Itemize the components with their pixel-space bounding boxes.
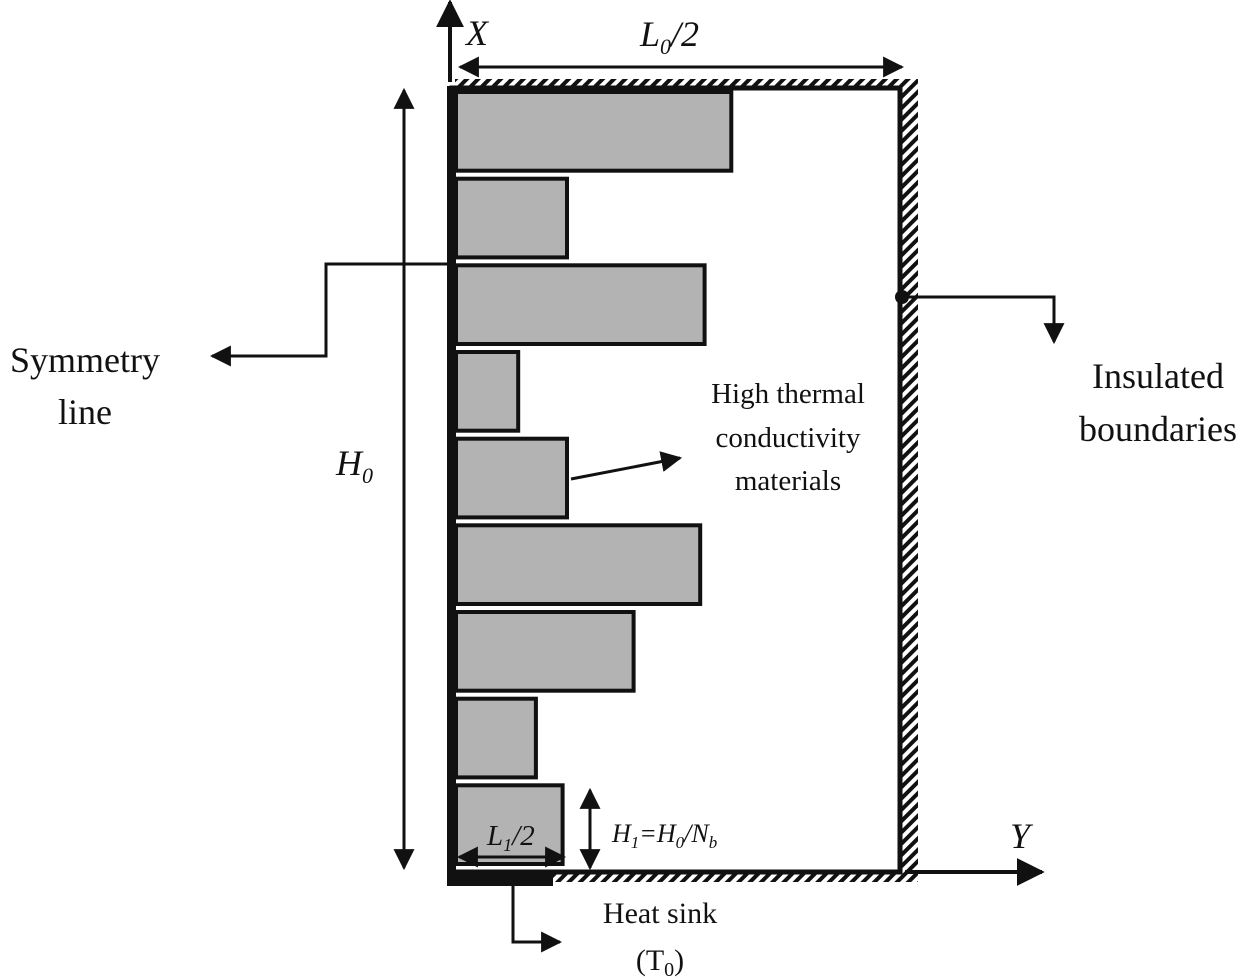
fin-8 [454, 696, 538, 780]
fin-5 [454, 436, 569, 520]
heat-sink-label-line1: Heat sink [603, 897, 717, 930]
insulated-top-border [455, 79, 910, 89]
heat-sink-bar [447, 870, 553, 886]
htc-leader-arrow [570, 451, 683, 481]
fins-group [454, 90, 734, 866]
fin-height-label: H1=H0/Nb [611, 819, 717, 852]
fin-2 [454, 176, 569, 260]
fin-3 [454, 263, 707, 346]
symmetry-label-line2: line [58, 392, 112, 432]
insulated-label-line1: Insulated [1092, 356, 1224, 396]
fin-6 [454, 523, 703, 606]
y-axis-label: Y [1010, 816, 1034, 856]
fin-1 [454, 90, 734, 173]
insulated-leader [902, 295, 1065, 345]
htc-label-line3: materials [735, 465, 841, 497]
fin-4 [454, 350, 521, 433]
heat-sink-label-line2: (T0) [636, 944, 684, 978]
insulated-right-border [900, 79, 918, 881]
htc-label-line2: conductivity [716, 422, 861, 454]
fin-width-label: L1/2 [486, 820, 535, 855]
width-dimension-label: L0/2 [639, 14, 699, 59]
symmetry-label-line1: Symmetry [10, 340, 160, 380]
htc-label-line1: High thermal [711, 378, 865, 410]
heat-sink-leader [511, 886, 563, 953]
symmetry-edge [447, 86, 456, 883]
insulated-label-line2: boundaries [1079, 409, 1237, 449]
insulated-bottom-border [550, 872, 918, 882]
symmetry-leader [209, 262, 447, 367]
height-dimension-label: H0 [335, 443, 373, 488]
fin-7 [454, 610, 636, 693]
x-axis-label: X [464, 13, 490, 53]
